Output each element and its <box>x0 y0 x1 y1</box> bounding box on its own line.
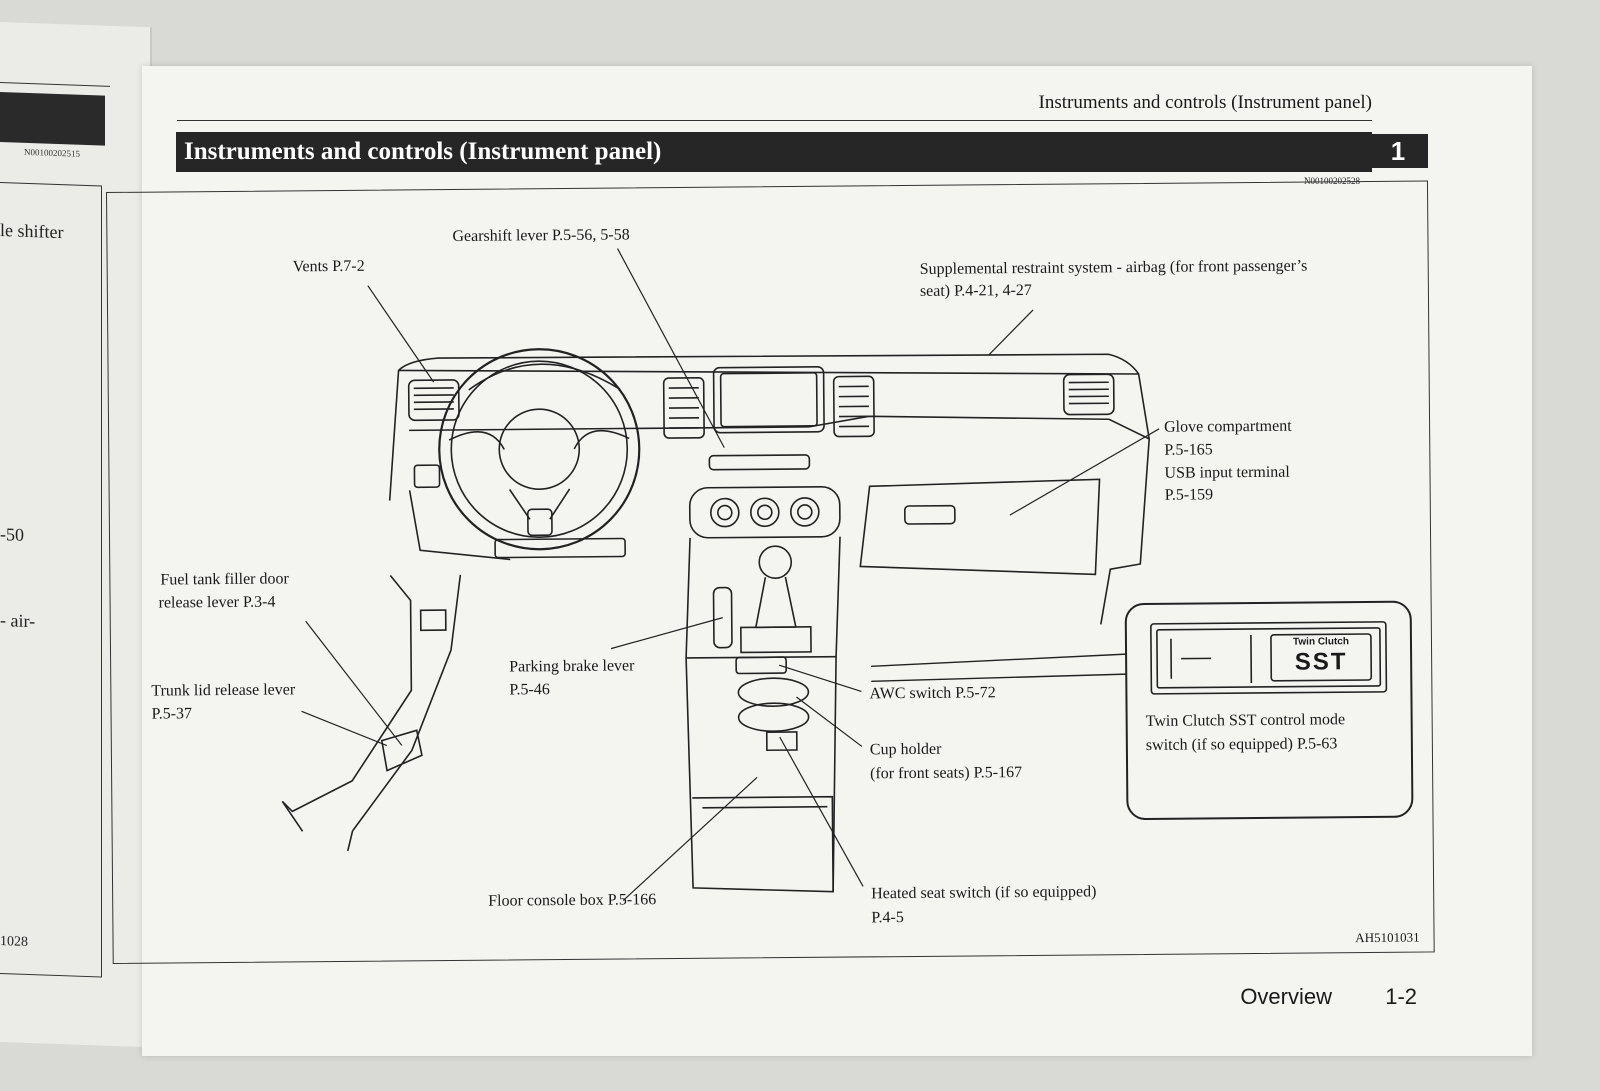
center-vent-right <box>832 375 875 438</box>
label-glove-compartment-1: Glove compartment <box>1164 417 1292 436</box>
label-fuel-door-2: release lever P.3-4 <box>158 593 276 612</box>
chapter-tab: 1 <box>1368 134 1428 168</box>
footer-page-number: 1-2 <box>1385 984 1417 1009</box>
label-gearshift-lever: Gearshift lever P.5-56, 5-58 <box>452 226 630 245</box>
label-fuel-door-1: Fuel tank filler door <box>160 570 289 589</box>
sst-switch-big-text: SST <box>1294 648 1348 676</box>
center-vent-left <box>662 377 705 439</box>
label-parking-brake-1: Parking brake lever <box>509 657 635 676</box>
heated-seat-switch <box>765 731 798 752</box>
parking-brake <box>712 586 733 649</box>
left-vent <box>407 379 460 422</box>
left-page-title-bar <box>0 92 105 146</box>
label-glove-compartment-2: P.5-165 <box>1164 441 1213 459</box>
center-console <box>685 536 841 893</box>
label-heated-seat-2: P.4-5 <box>871 909 904 927</box>
right-vent <box>1062 373 1115 416</box>
left-page-text-3: - air- <box>0 610 36 632</box>
leader-lines <box>301 248 1160 901</box>
section-title: Instruments and controls (Instrument pan… <box>176 132 1372 172</box>
running-head: Instruments and controls (Instrument pan… <box>1038 92 1372 113</box>
label-srs-airbag-1: Supplemental restraint system - airbag (… <box>919 257 1308 278</box>
figure-frame: Gearshift lever P.5-56, 5-58 Vents P.7-2… <box>106 180 1435 964</box>
awc-switch <box>735 656 787 675</box>
trunk-release-lever <box>380 729 423 772</box>
label-floor-console: Floor console box P.5-166 <box>488 891 657 910</box>
left-page-text-2: -50 <box>0 524 24 545</box>
left-page-frame <box>0 181 102 978</box>
left-page-text-1: le shifter <box>0 220 64 243</box>
label-trunk-lid-1: Trunk lid release lever <box>151 681 296 700</box>
label-sst-switch-2: switch (if so equipped) P.5-63 <box>1145 735 1338 754</box>
label-awc-switch: AWC switch P.5-72 <box>869 684 996 703</box>
gearshift-knob <box>758 545 793 579</box>
kick-panel <box>281 575 413 813</box>
dashboard-outline <box>388 353 1150 625</box>
cup-holder <box>737 677 810 707</box>
header-rule <box>177 120 1372 121</box>
label-usb-terminal-2: P.5-159 <box>1164 486 1214 504</box>
left-page-code: N00100202515 <box>24 146 80 159</box>
label-usb-terminal-1: USB input terminal <box>1164 463 1290 482</box>
left-page-rule <box>0 82 110 87</box>
sst-callout-box <box>1124 600 1414 820</box>
steering-wheel <box>438 348 641 551</box>
label-cup-holder-2: (for front seats) P.5-167 <box>870 764 1023 783</box>
glove-box <box>859 478 1101 576</box>
label-trunk-lid-2: P.5-37 <box>151 705 193 723</box>
center-screen <box>712 365 825 434</box>
footer-section: Overview <box>1240 984 1332 1009</box>
section-code: N00100202528 <box>1304 176 1360 186</box>
label-vents: Vents P.7-2 <box>292 257 365 276</box>
label-sst-switch-1: Twin Clutch SST control mode <box>1145 711 1346 730</box>
left-page-text-4: 1028 <box>0 934 28 950</box>
label-srs-airbag-2: seat) P.4-21, 4-27 <box>919 281 1032 300</box>
label-heated-seat-1: Heated seat switch (if so equipped) <box>871 883 1097 903</box>
climate-panel <box>688 485 841 539</box>
label-cup-holder-1: Cup holder <box>869 740 942 759</box>
instrument-panel-diagram <box>281 248 1414 901</box>
manual-page: Instruments and controls (Instrument pan… <box>106 66 1532 1056</box>
figure-code: AH5101031 <box>1355 929 1420 946</box>
label-parking-brake-2: P.5-46 <box>509 681 550 699</box>
sst-switch-top-text: Twin Clutch <box>1292 636 1349 648</box>
